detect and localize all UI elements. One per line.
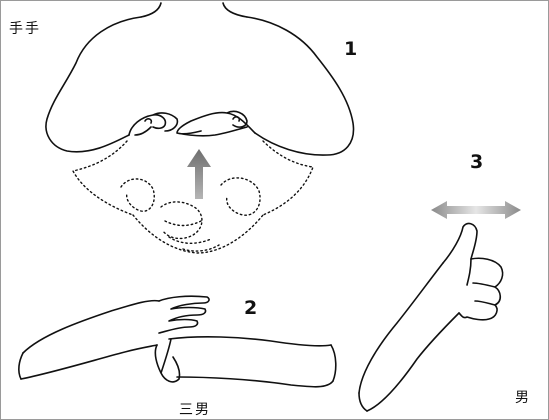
fist — [459, 258, 503, 320]
horizontal-double-arrow — [431, 201, 521, 219]
dotted-lower-curve — [133, 215, 263, 253]
dotted-hand-right — [221, 178, 260, 215]
finger-creases — [467, 259, 495, 305]
thumb — [443, 224, 477, 263]
torso-left — [46, 17, 141, 152]
finger-curl-left — [145, 119, 151, 123]
neck-outline-right — [223, 3, 247, 17]
left-forearm-lower — [21, 345, 157, 379]
forearm-left-edge — [359, 263, 443, 393]
step-2-number: 2 — [244, 297, 257, 319]
left-forearm — [23, 301, 159, 353]
figure-1-dotted-hands — [73, 141, 313, 253]
finger-curl — [233, 117, 239, 121]
bottom-right-caption: 男 — [515, 387, 531, 407]
left-forearm-end — [19, 353, 23, 379]
grasping-hand — [155, 339, 179, 382]
dotted-arm-right — [263, 141, 313, 215]
torso-right — [247, 17, 353, 155]
top-left-caption: 手手 — [9, 18, 41, 38]
dotted-hand-left — [121, 179, 154, 211]
neck-outline — [141, 3, 161, 17]
figure-3-thumbs-up — [359, 224, 503, 411]
bottom-caption: 三男 — [179, 399, 211, 419]
figure-1-torso-hands — [46, 3, 354, 155]
left-hand — [129, 113, 177, 135]
forearm-right-edge — [367, 313, 459, 411]
step-3-number: 3 — [470, 151, 483, 173]
step-1-number: 1 — [344, 38, 357, 60]
right-forearm — [169, 337, 331, 346]
three-fingers — [159, 296, 209, 333]
dotted-hand-center — [161, 202, 202, 239]
right-forearm-lower — [177, 377, 333, 387]
right-forearm-end — [331, 345, 336, 381]
forearm-end — [359, 393, 367, 411]
up-arrow — [187, 149, 211, 199]
figure-2-arm-hand — [19, 296, 336, 387]
right-hand — [177, 111, 255, 135]
